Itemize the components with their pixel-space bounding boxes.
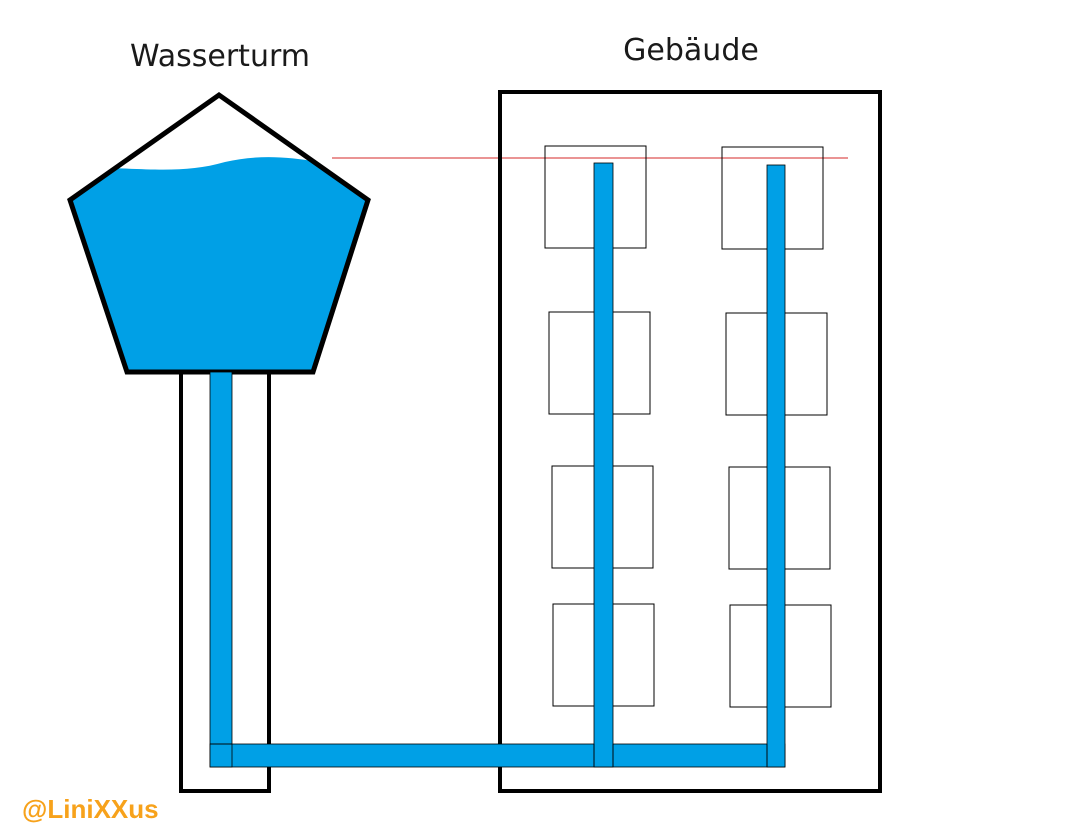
tank-water [70,157,368,372]
water-pipes [209,162,786,768]
riser-pipe-right [766,164,786,768]
building-label: Gebäude [623,33,759,68]
tower-label: Wasserturm [130,39,310,74]
building-outline [498,90,882,793]
tower-pipe [209,371,233,768]
riser-pipe-left [593,162,614,768]
watermark-text: @LiniXXus [22,794,159,824]
supply-pipe [209,743,786,768]
